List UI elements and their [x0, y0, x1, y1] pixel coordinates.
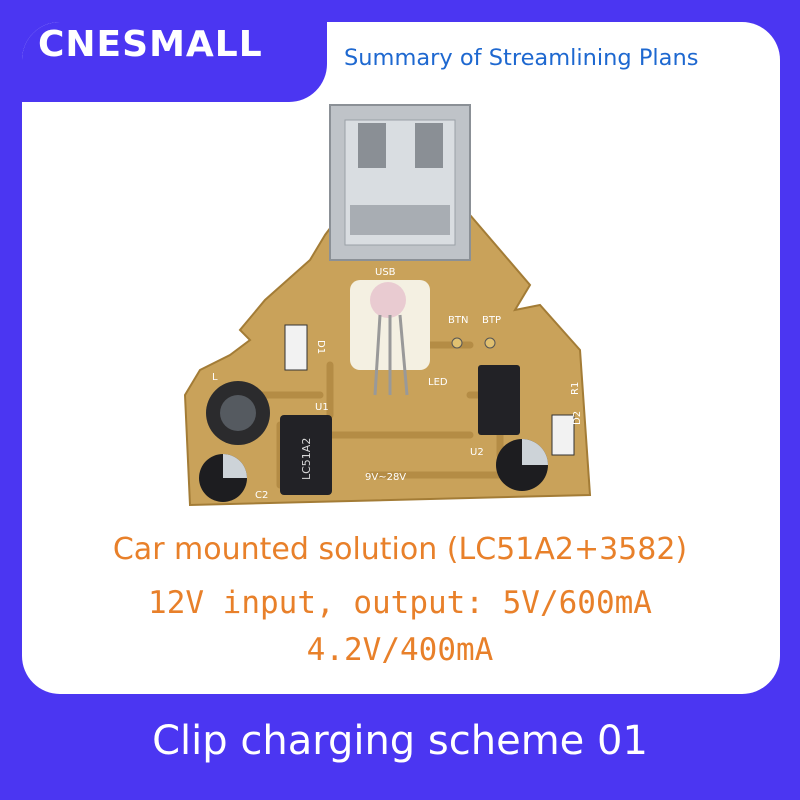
silkscreen-l: L [212, 372, 218, 383]
chip-u2 [478, 365, 520, 435]
silkscreen-c3: C3 [280, 260, 291, 273]
silkscreen-d1: D1 [315, 340, 326, 354]
caption-solution: Car mounted solution (LC51A2+3582) [112, 532, 688, 567]
subtitle: Summary of Streamlining Plans [344, 45, 699, 71]
silkscreen-btp: BTP [482, 315, 501, 326]
caption-spec-1: 12V input, output: 5V/600mA [148, 585, 652, 621]
silkscreen-u2: U2 [470, 447, 484, 458]
chip-marking: LC51A2 [300, 438, 313, 480]
silkscreen-c2: C2 [255, 490, 268, 501]
silkscreen-usb: USB [375, 267, 396, 278]
diode-d2 [551, 414, 575, 456]
footer-title: Clip charging scheme 01 [152, 718, 648, 764]
silkscreen-u1: U1 [315, 402, 329, 413]
pcb-photo: USB BTN BTP LED U1 U2 C2 C3 D1 D2 R1 L 9… [183, 104, 592, 507]
silkscreen-r1: R1 [570, 382, 581, 395]
brand-logo: CNESMALL [38, 24, 263, 65]
silkscreen-btn: BTN [448, 315, 468, 326]
brand-tab [22, 22, 327, 102]
silkscreen-voltage: 9V~28V [365, 472, 406, 483]
led [370, 282, 406, 318]
silkscreen-d2: D2 [572, 411, 583, 425]
caption-spec-2: 4.2V/400mA [306, 632, 494, 668]
silkscreen-led: LED [428, 377, 448, 388]
diode-d1 [284, 324, 308, 371]
chip-u1 [280, 415, 332, 495]
